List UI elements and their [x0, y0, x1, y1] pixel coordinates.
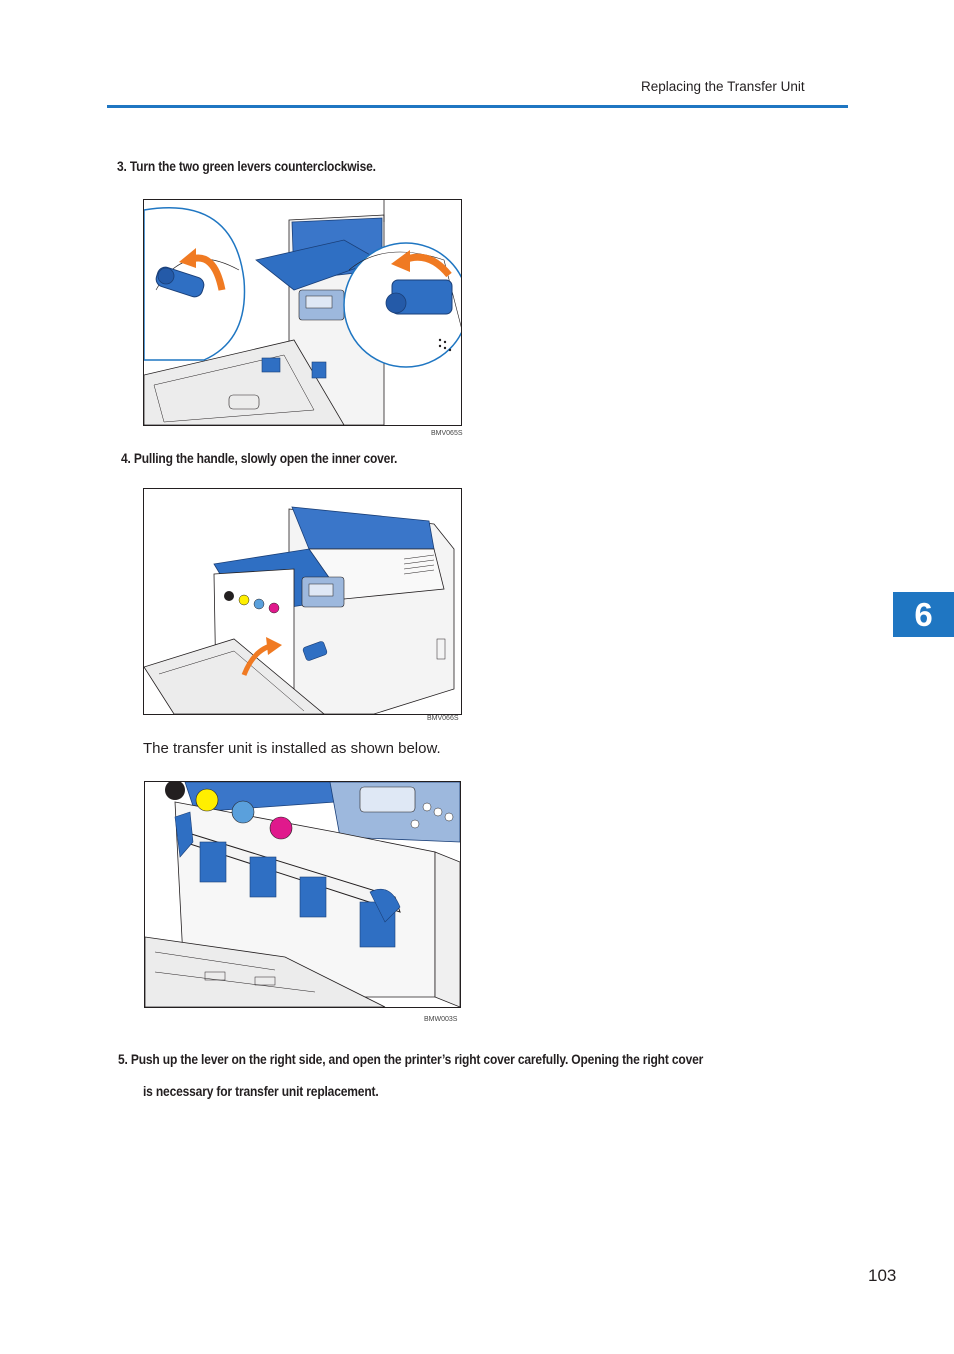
figure-levers-illustration: [143, 199, 462, 426]
header-rule: [107, 105, 848, 108]
chapter-tab: 6: [893, 592, 954, 637]
step-3-instruction: 3. Turn the two green levers countercloc…: [117, 158, 376, 174]
figure-code: BMW003S: [424, 1016, 458, 1023]
step-4-instruction: 4. Pulling the handle, slowly open the i…: [121, 450, 398, 466]
running-header: Replacing the Transfer Unit: [641, 79, 805, 94]
figure-transfer-unit-illustration: [144, 781, 461, 1008]
figure-code: BMV065S: [431, 430, 463, 437]
page-number: 103: [868, 1266, 897, 1285]
step-5-instruction-continued: is necessary for transfer unit replaceme…: [143, 1083, 379, 1099]
figure-inner-cover-illustration: [143, 488, 462, 715]
transfer-unit-note: The transfer unit is installed as shown …: [143, 740, 441, 757]
step-5-instruction: 5. Push up the lever on the right side, …: [118, 1051, 704, 1067]
figure-code: BMV066S: [427, 715, 459, 722]
